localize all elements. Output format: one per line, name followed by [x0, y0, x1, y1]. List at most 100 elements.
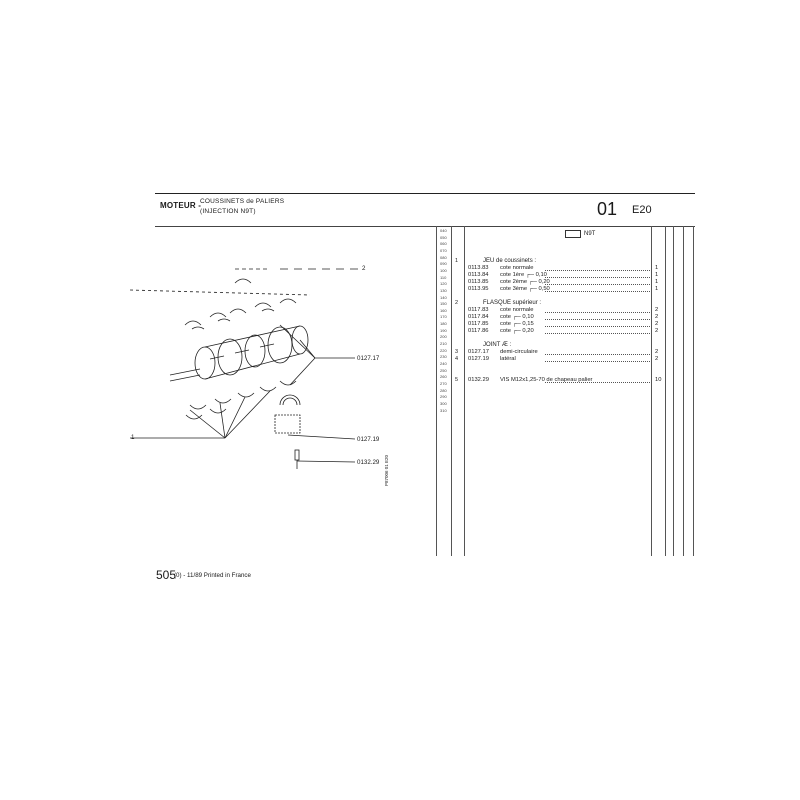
- part-description: latéral: [500, 356, 516, 362]
- part-quantity: 1: [655, 272, 659, 278]
- part-callout-number: 5: [455, 377, 459, 383]
- divider-c4: [693, 226, 694, 556]
- divider-c3: [683, 226, 684, 556]
- part-quantity: 10: [655, 377, 662, 383]
- side-number: 070: [440, 247, 447, 253]
- page-code: E20: [632, 204, 652, 216]
- exploded-diagram: [130, 268, 360, 469]
- part-quantity: 2: [655, 356, 659, 362]
- leader-dots: [545, 319, 650, 320]
- vertical-ref-code: P87006 01 E20: [384, 454, 389, 486]
- part-reference: 0113.84: [468, 272, 489, 278]
- side-number: 220: [440, 347, 447, 353]
- part-quantity: 1: [655, 286, 659, 292]
- leader-dots: [545, 354, 650, 355]
- divider-left: [436, 226, 437, 556]
- side-number: 100: [440, 267, 447, 273]
- side-number: 200: [440, 334, 447, 340]
- leader-dots: [545, 270, 650, 271]
- divider-ref: [464, 226, 465, 556]
- footer-print-info: (0) - 11/89 Printed in France: [174, 572, 251, 579]
- part-quantity: 2: [655, 328, 659, 334]
- part-description: cote normale: [500, 307, 534, 313]
- diagram-label-4: 0127.19: [357, 436, 380, 443]
- divider-c2: [673, 226, 674, 556]
- leader-dots: [545, 284, 650, 285]
- part-reference: 0117.85: [468, 321, 489, 327]
- section-label: MOTEUR -: [160, 201, 202, 210]
- side-number: 080: [440, 254, 447, 260]
- side-number: 140: [440, 294, 447, 300]
- part-description: cote 3ème ┌─ 0,50: [500, 286, 550, 292]
- side-number: 060: [440, 241, 447, 247]
- part-quantity: 2: [655, 314, 659, 320]
- part-reference: 0127.19: [468, 356, 489, 362]
- part-callout-number: 1: [455, 258, 459, 264]
- side-number: 280: [440, 387, 447, 393]
- leader-dots: [545, 277, 650, 278]
- page-title: COUSSINETS de PALIERS: [200, 198, 285, 205]
- part-quantity: 1: [655, 265, 659, 271]
- part-description: demi-circulaire: [500, 349, 538, 355]
- side-number: 190: [440, 327, 447, 333]
- part-description: cote 2ème ┌─ 0,20: [500, 279, 550, 285]
- part-description: cote ┌─ 0,15: [500, 321, 534, 327]
- side-number: 290: [440, 394, 447, 400]
- group-code: 01: [597, 199, 618, 219]
- part-reference: 0117.83: [468, 307, 489, 313]
- diagram-label-2: 2: [362, 265, 366, 272]
- header-bottom-rule: [155, 226, 695, 227]
- engine-badge: N9T: [565, 230, 595, 238]
- side-number: 040: [440, 228, 447, 233]
- part-callout-number: 3: [455, 349, 459, 355]
- page-subtitle: (INJECTION N9T): [200, 208, 256, 215]
- diagram-label-1: 1: [131, 434, 135, 441]
- diagram-label-5: 0132.29: [357, 459, 380, 466]
- part-callout-number: 4: [455, 356, 459, 362]
- part-description: cote ┌─ 0,10: [500, 314, 534, 320]
- diagram-label-3: 0127.17: [357, 355, 380, 362]
- part-description: cote ┌─ 0,20: [500, 328, 534, 334]
- leader-dots: [545, 291, 650, 292]
- divider-qty: [651, 226, 652, 556]
- part-reference: 0113.85: [468, 279, 489, 285]
- part-group-heading: FLASQUE supérieur :: [483, 300, 542, 306]
- side-number: 050: [440, 234, 447, 240]
- side-number: 110: [440, 274, 447, 280]
- part-reference: 0117.84: [468, 314, 489, 320]
- divider-c1: [665, 226, 666, 556]
- part-callout-number: 2: [455, 300, 459, 306]
- side-number: 260: [440, 374, 447, 380]
- leader-dots: [545, 312, 650, 313]
- part-description: cote normale: [500, 265, 534, 271]
- part-reference: 0117.86: [468, 328, 489, 334]
- leader-dots: [545, 382, 650, 383]
- side-number: 180: [440, 321, 447, 327]
- side-number: 270: [440, 380, 447, 386]
- part-quantity: 1: [655, 279, 659, 285]
- part-quantity: 2: [655, 321, 659, 327]
- part-reference: 0127.17: [468, 349, 489, 355]
- side-number: 130: [440, 287, 447, 293]
- part-reference: 0113.95: [468, 286, 489, 292]
- part-description: VIS M12x1,25-70 de chapeau palier: [500, 377, 593, 383]
- side-number: 230: [440, 354, 447, 360]
- engine-box-icon: [565, 230, 581, 238]
- side-number: 240: [440, 361, 447, 366]
- part-group-heading: JEU de coussinets :: [483, 258, 537, 264]
- side-number: 120: [440, 281, 447, 287]
- side-number: 090: [440, 261, 447, 267]
- header-top-rule: [155, 193, 695, 194]
- engine-badge-label: N9T: [584, 231, 596, 237]
- part-reference: 0132.29: [468, 377, 489, 383]
- side-number: 300: [440, 400, 447, 406]
- part-quantity: 2: [655, 307, 659, 313]
- side-number: 210: [440, 341, 447, 347]
- side-number: 170: [440, 314, 447, 320]
- divider-call: [451, 226, 452, 556]
- footer-page-number: 505: [156, 568, 177, 582]
- side-number: 310: [440, 407, 447, 413]
- part-reference: 0113.83: [468, 265, 489, 271]
- side-number: 250: [440, 367, 447, 373]
- side-number: 160: [440, 307, 447, 313]
